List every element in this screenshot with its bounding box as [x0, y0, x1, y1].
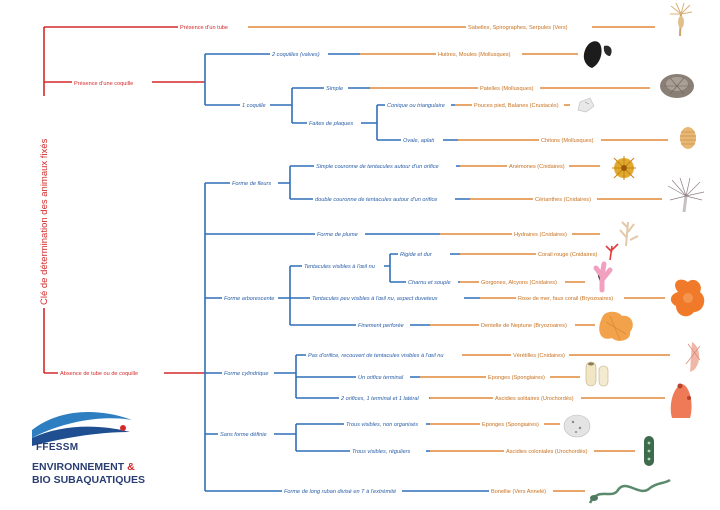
- ascidie-coloniale-icon: [644, 436, 654, 466]
- result-pouces: Pouces pied, Balanes (Crustacés): [474, 103, 559, 109]
- result-cerianthes: Cérianthes (Cnidaires): [535, 197, 591, 203]
- node-pas-orifice: Pas d'orifice, recouvert de tentacules v…: [308, 353, 444, 359]
- node-ruban: Forme de long ruban divisé en T à l'extr…: [284, 489, 396, 495]
- result-patelles: Patelles (Mollusques): [480, 86, 534, 92]
- result-hydraires: Hydraires (Cnidaires): [514, 232, 567, 238]
- node-une-coquille: 1 coquille: [242, 103, 266, 109]
- anemone-icon: [612, 156, 636, 180]
- node-plume: Forme de plume: [317, 232, 358, 238]
- node-trous-non: Trous visibles, non organisés: [346, 422, 418, 428]
- absence-branch: [204, 165, 490, 492]
- result-huitres: Huitres, Moules (Mollusques): [438, 52, 511, 58]
- rose-de-mer-icon: [670, 279, 705, 317]
- node-simple: Simple: [326, 86, 343, 92]
- logo-swoosh: [32, 411, 132, 446]
- node-trous-reg: Trous visibles, réguliers: [352, 449, 411, 455]
- node-tentacules-visibles: Tentacules visibles à l'œil nu: [304, 264, 375, 270]
- result-corail: Corail rouge (Cnidaires): [538, 252, 598, 258]
- node-arborescente: Forme arborescente: [224, 296, 274, 302]
- dentelle-icon: [599, 311, 633, 341]
- node-finement: Finement perforée: [358, 323, 404, 329]
- alcyon-icon: [593, 261, 613, 293]
- node-cylindrique: Forme cylindrique: [224, 371, 268, 377]
- logo-abbr: FFESSM: [36, 442, 79, 453]
- node-deux-orifices: 2 orifices, 1 terminal et 1 latéral: [340, 396, 419, 402]
- node-rigide: Rigide et dur: [400, 252, 433, 258]
- node-charnu: Charnu et souple: [408, 280, 451, 286]
- ffessm-logo: FFESSM ENVIRONNEMENT & BIO SUBAQUATIQUES: [30, 412, 150, 492]
- logo-line2: BIO SUBAQUATIQUES: [32, 474, 145, 486]
- node-deux-coquilles: 2 coquilles (valves): [271, 52, 320, 58]
- logo-line1-text: ENVIRONNEMENT: [32, 461, 125, 473]
- node-fleurs: Forme de fleurs: [232, 181, 271, 187]
- label-absence: Absence de tube ou de coquille: [60, 371, 138, 377]
- ascidie-icon: [670, 383, 692, 418]
- label-presence-tube: Présence d'un tube: [180, 25, 228, 31]
- result-eponges-2: Eponges (Spongiaires): [482, 422, 539, 428]
- moule-icon: [583, 41, 612, 68]
- bonellie-icon: [588, 478, 671, 504]
- cerianthe-icon: [667, 177, 705, 213]
- coquille-branch: [204, 53, 458, 141]
- result-gorgones: Gorgones, Alcyons (Cnidaires): [481, 280, 557, 286]
- result-chitons: Chitons (Mollusques): [541, 138, 594, 144]
- eponge-trous-icon: [563, 414, 591, 438]
- node-tentacules-peu: Tentacules peu visibles à l'œil nu, aspe…: [312, 296, 438, 302]
- result-rose: Rose de mer, faux corail (Bryozoaires): [518, 296, 613, 302]
- corail-rouge-visual: [605, 243, 619, 261]
- result-ascidies-solitaires: Ascidies solitaires (Urochordés): [495, 396, 574, 402]
- result-dentelle: Dentelle de Neptune (Bryozoaires): [481, 323, 567, 329]
- result-bonellie: Bonellie (Vers Annelé): [491, 489, 546, 495]
- logo-line1: ENVIRONNEMENT &: [32, 461, 135, 473]
- node-sans-forme: Sans forme définie: [220, 432, 267, 438]
- node-double-couronne: double couronne de tentacules autour d'u…: [315, 197, 437, 203]
- label-presence-coquille: Présence d'une coquille: [74, 81, 133, 87]
- veretille-icon: [685, 342, 701, 372]
- hydraire-icon: [619, 221, 639, 247]
- coquille-results: [360, 53, 668, 141]
- node-plaques: Faites de plaques: [309, 121, 353, 127]
- result-eponges-1: Eponges (Spongiaires): [488, 375, 545, 381]
- node-simple-couronne: Simple couronne de tentacules autour d'u…: [316, 164, 439, 170]
- result-veretilles: Vérétilles (Cnidaires): [513, 353, 565, 359]
- result-ascidies-coloniales: Ascidies coloniales (Urochordés): [506, 449, 588, 455]
- node-conique: Conique ou triangulaire: [387, 103, 445, 109]
- result-sabelles: Sabelles, Spirographes, Serpules (Vers): [468, 25, 568, 31]
- eponge-icon: [585, 361, 609, 387]
- balane-icon: [577, 97, 595, 113]
- chiton-icon: [680, 127, 696, 149]
- node-ovale: Ovale, aplati: [403, 138, 435, 144]
- node-un-orifice: Un orifice terminal: [358, 375, 404, 381]
- sabelle-icon: [670, 2, 693, 37]
- patelle-icon: [660, 74, 694, 98]
- main-title: Clé de détermination des animaux fixés: [39, 138, 50, 305]
- logo-ampersand: &: [127, 461, 135, 473]
- result-anemones: Anémones (Cnidaires): [509, 164, 565, 170]
